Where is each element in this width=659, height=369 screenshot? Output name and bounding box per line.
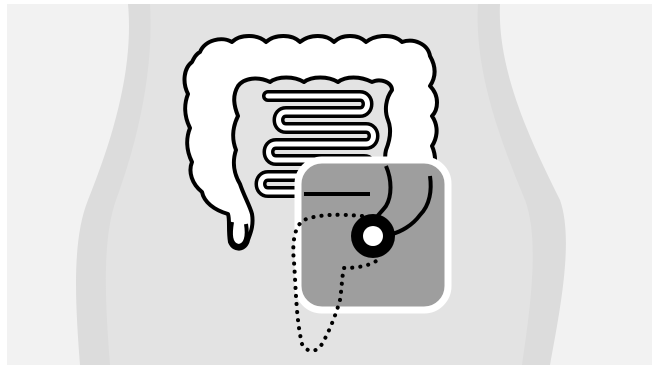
stoma-opening-inner (363, 226, 383, 246)
appendix (231, 222, 247, 246)
